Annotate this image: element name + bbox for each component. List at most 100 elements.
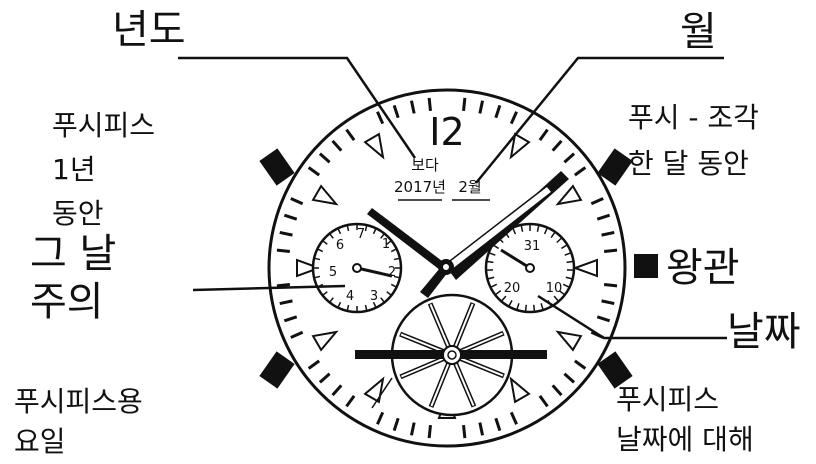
subdial-tick	[386, 291, 392, 296]
minute-ticks	[276, 97, 618, 439]
minute-tick	[427, 97, 432, 112]
subdial-tick	[536, 225, 540, 232]
minute-tick	[563, 372, 576, 384]
balance-spoke-inner	[400, 357, 445, 378]
minute-tick	[551, 139, 563, 152]
subdial-tick	[380, 297, 385, 303]
balance-spoke-inner	[400, 333, 445, 353]
minute-tick	[494, 104, 502, 119]
subdial-tick	[516, 303, 520, 310]
subdial-tick	[508, 299, 513, 306]
minute-tick	[290, 330, 304, 339]
minute-tick	[331, 139, 343, 152]
subdial-tick	[553, 295, 559, 302]
label-date: 날짜	[727, 309, 801, 355]
subdial-tick	[565, 276, 572, 280]
hour-marker	[555, 330, 583, 352]
subdial-tick	[314, 257, 321, 261]
subdial-tick	[532, 304, 536, 311]
label-push-month: 푸시 - 조각	[628, 101, 759, 134]
label-day-week-2: 주의	[30, 279, 104, 325]
subdial-tick	[501, 295, 507, 302]
balance-spoke-inner	[459, 357, 504, 377]
hour-marker	[296, 258, 322, 278]
date-number: 31	[524, 239, 541, 254]
subdial-tick	[329, 233, 334, 239]
window-year: 2017년	[394, 178, 446, 196]
minute-tick	[601, 299, 615, 306]
balance-pivot-inner	[447, 350, 457, 360]
subdial-tick	[564, 252, 571, 256]
date-number: 10	[546, 281, 563, 296]
subdial-tick	[372, 301, 377, 308]
subdial-tick	[380, 233, 385, 239]
subdial-tick	[561, 244, 567, 250]
subdial-tick	[364, 304, 368, 311]
leader-month	[475, 56, 724, 184]
subdial-tick	[550, 232, 556, 239]
balance-spoke-inner	[454, 362, 475, 407]
subdial-weekday-pivot	[352, 263, 362, 273]
weekday-number: 3	[370, 289, 378, 304]
subdial-tick	[322, 291, 328, 296]
hour-marker	[311, 330, 339, 352]
minute-tick	[345, 128, 356, 142]
subdial-tick	[329, 297, 334, 303]
leader-year	[178, 56, 417, 159]
label-push-weekday-2: 요일	[14, 425, 66, 458]
subdial-tick	[393, 257, 400, 261]
minute-tick	[345, 394, 356, 408]
minute-tick	[603, 248, 618, 253]
hour-marker	[509, 376, 531, 404]
minute-tick	[573, 359, 587, 370]
minute-tick	[283, 315, 298, 323]
minute-tick	[596, 213, 611, 221]
minute-tick	[392, 104, 400, 119]
subdial-tick	[524, 304, 528, 311]
minute-tick	[331, 384, 343, 397]
hour-marker	[311, 184, 339, 206]
minute-tick	[509, 411, 518, 425]
subdial-tick	[493, 244, 499, 250]
subdial-tick	[337, 301, 342, 308]
subdial-tick	[562, 283, 569, 288]
hand-tail	[420, 268, 448, 298]
subdial-tick	[488, 276, 495, 280]
crown	[634, 254, 658, 278]
minute-tick	[290, 197, 304, 206]
label-push-weekday: 푸시피스용	[14, 385, 143, 418]
pusher-year	[259, 148, 295, 186]
minute-tick	[603, 283, 618, 288]
weekday-number: 6	[336, 238, 344, 253]
subdial-tick	[566, 260, 573, 264]
subdial-tick	[364, 225, 368, 232]
minute-tick	[494, 417, 502, 432]
minute-tick	[563, 152, 576, 164]
label-push-1year-3: 동안	[52, 197, 104, 230]
hour-marker	[363, 376, 385, 404]
weekday-number: 2	[388, 265, 396, 280]
subdial-tick	[393, 275, 400, 279]
subdial-tick	[556, 237, 562, 244]
subdial-date-hand	[500, 248, 531, 270]
balance-spoke-inner	[454, 303, 474, 348]
label-crown: 왕관	[666, 245, 740, 291]
minute-tick	[462, 424, 467, 439]
minute-tick	[478, 422, 485, 436]
center-pivot-dot	[443, 264, 449, 270]
subdial-weekday-hand	[356, 266, 393, 278]
label-push-1year: 푸시피스	[52, 109, 156, 142]
minute-tick	[307, 166, 321, 177]
subdial-tick	[491, 283, 498, 288]
subdial-tick	[489, 252, 496, 256]
label-month: 월	[680, 9, 717, 55]
minute-tick	[601, 230, 615, 237]
hour-marker	[572, 258, 598, 278]
weekday-number: 7	[357, 227, 365, 242]
label-push-date: 푸시피스	[616, 383, 720, 416]
subdial-tick	[322, 240, 328, 245]
subdial-tick	[390, 283, 397, 288]
